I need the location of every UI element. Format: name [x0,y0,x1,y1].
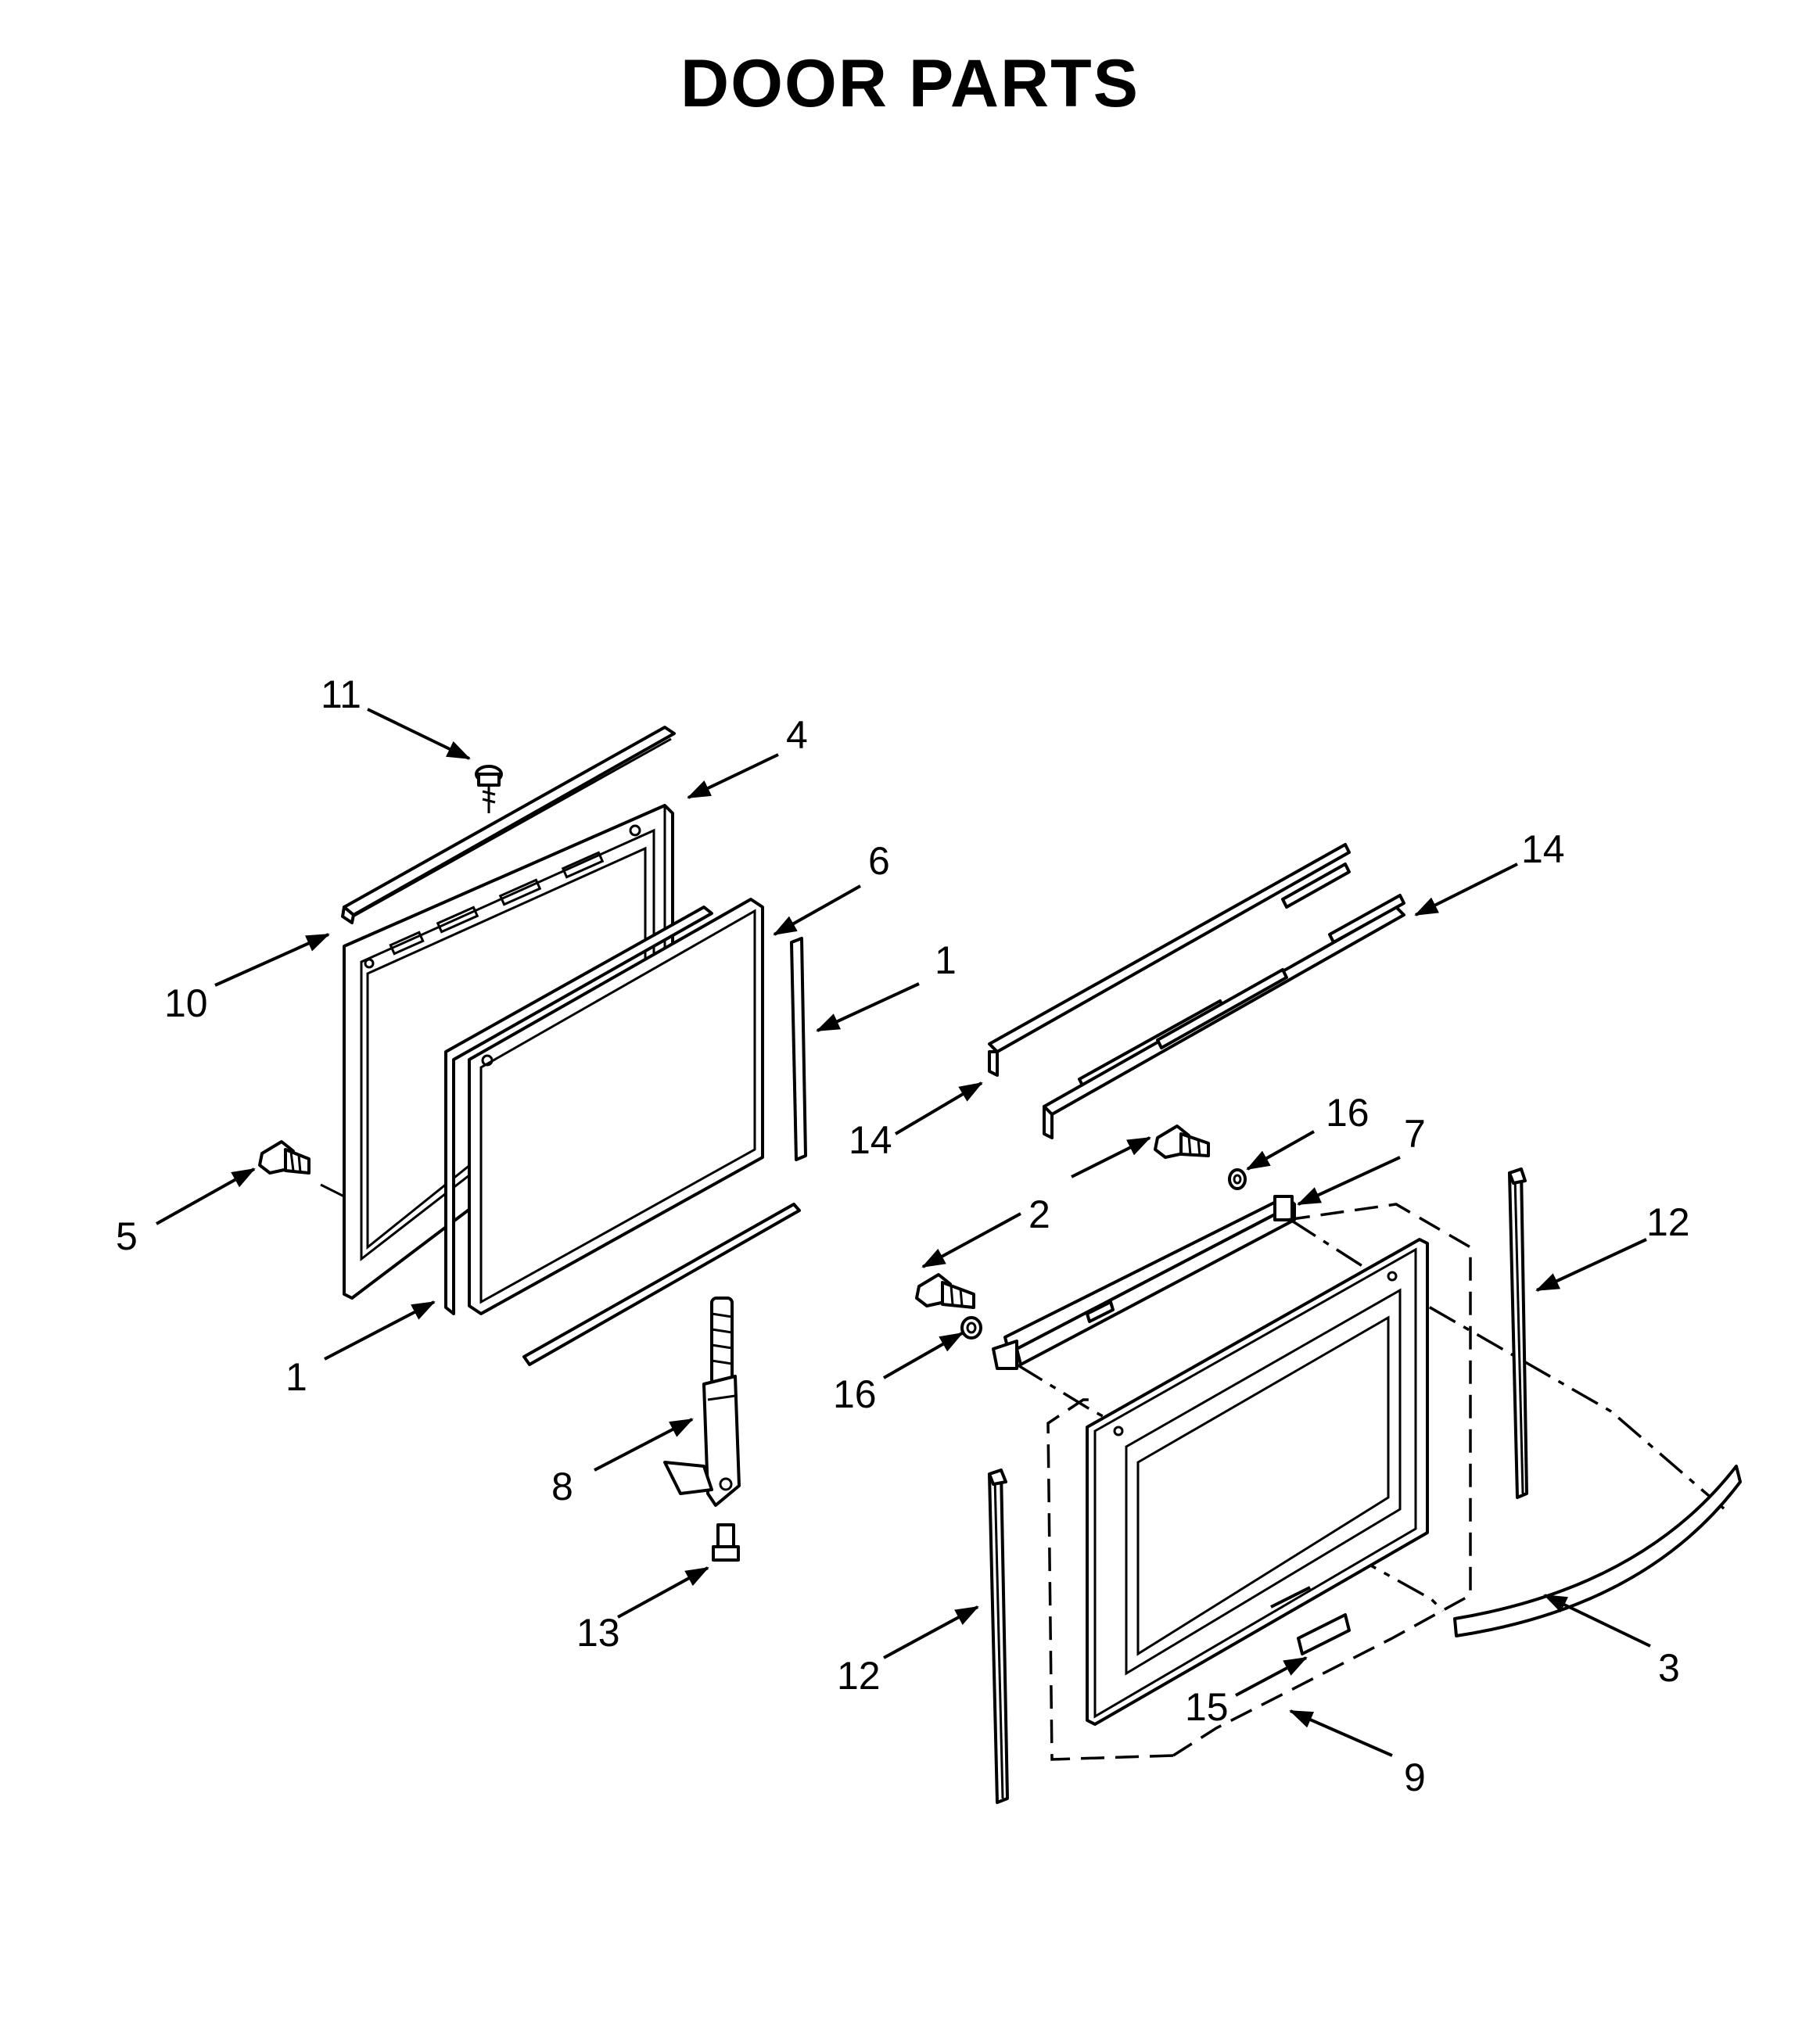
callout-1: 1 [935,938,957,982]
door-handle [1453,1465,1742,1637]
hinge-screw [712,1523,740,1562]
outer-door-panel [1086,1238,1429,1726]
callout-1-left: 1 [285,1355,307,1399]
side-trim-left [988,1469,1009,1804]
callout-6: 6 [868,839,890,883]
callout-7: 7 [1404,1112,1426,1156]
callout-16-left: 16 [833,1372,877,1416]
handle-screw [1154,1124,1210,1159]
door-hinge [663,1297,741,1507]
callout-5: 5 [116,1214,138,1258]
washer-left [960,1316,982,1340]
washer-right [1228,1168,1247,1190]
handle-bracket [992,1195,1296,1370]
callout-labels: 11 4 6 1 10 5 1 8 13 14 14 16 7 2 12 16 … [116,672,1690,1799]
callout-13: 13 [576,1611,620,1655]
callout-12-left: 12 [837,1654,881,1698]
page-title: DOOR PARTS [680,46,1140,121]
inner-glass [468,898,764,1315]
glass-spacer-left [444,906,713,1315]
callout-14-right: 14 [1521,827,1565,871]
glass-spacer-right [790,937,807,1161]
screw-top [475,765,503,813]
callout-9: 9 [1404,1756,1426,1799]
callout-15: 15 [1185,1685,1229,1729]
leader-lines [156,708,1651,1757]
callout-2: 2 [1028,1193,1050,1236]
top-trim [341,726,676,924]
callout-14-left: 14 [849,1118,892,1162]
side-trim-right [1508,1167,1528,1499]
callout-10: 10 [164,981,208,1025]
bottom-strip [522,1203,801,1366]
badge [1270,1586,1351,1655]
screw-side [258,1140,345,1198]
callout-11: 11 [321,672,361,716]
callout-16-right: 16 [1326,1091,1369,1135]
channel-left [1043,894,1405,1139]
callout-12-right: 12 [1646,1200,1690,1244]
handle-screw-left [915,1273,975,1309]
callout-3: 3 [1658,1646,1680,1690]
callout-4: 4 [786,713,808,757]
callout-8: 8 [551,1465,573,1508]
